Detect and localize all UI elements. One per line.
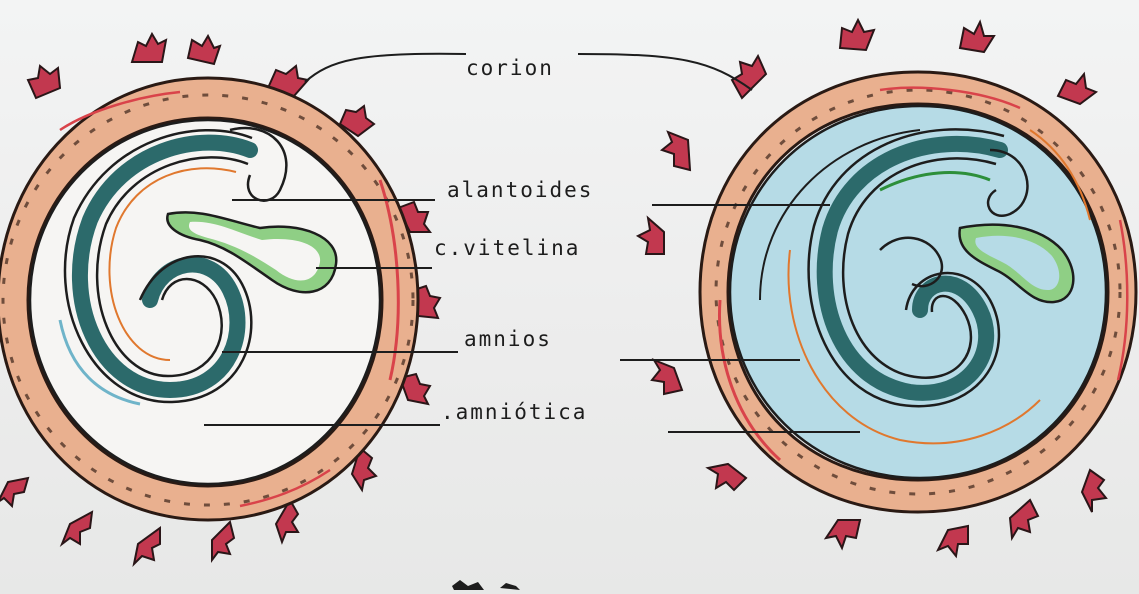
label-corion: corion <box>466 56 554 80</box>
bottom-edge-marks <box>452 580 520 590</box>
label-c-vitelina: c.vitelina <box>434 236 580 260</box>
label-c-amniotica: .amniótica <box>441 400 587 424</box>
label-amnios: amnios <box>464 327 552 351</box>
left-embryo-drawing <box>0 34 466 564</box>
label-alantoides: alantoides <box>447 178 593 202</box>
right-embryo-drawing <box>578 20 1136 556</box>
